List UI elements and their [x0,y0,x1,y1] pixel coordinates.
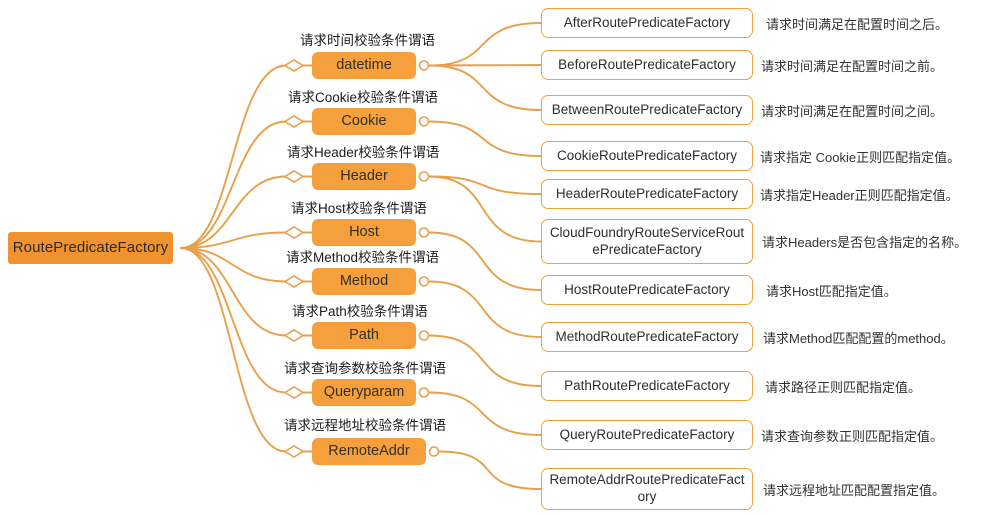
connector-circle-handle[interactable] [418,171,430,182]
mid-node-cookie[interactable]: Cookie [312,108,416,135]
mid-caption-datetime: 请求时间校验条件谓语 [300,33,435,48]
connector-line [428,175,542,243]
leaf-node-label: HostRoutePredicateFactory [564,282,730,298]
mid-node-host[interactable]: Host [312,219,416,246]
connector-circle-handle[interactable] [418,276,430,287]
connector-line [428,175,542,195]
leaf-node-label: CloudFoundryRouteServiceRoutePredicateFa… [549,224,745,257]
connector-line [180,247,287,337]
connector-circle-handle[interactable] [418,387,430,398]
leaf-description-beforeroutepredicatefactory: 请求时间满足在配置时间之前。 [761,59,944,74]
mid-node-queryparam[interactable]: Queryparam [312,379,416,406]
leaf-node-afterroutepredicatefactory[interactable]: AfterRoutePredicateFactory [541,8,753,38]
connector-diamond-handle[interactable] [283,59,305,72]
root-node-routepredicatefactory[interactable]: RoutePredicateFactory [8,232,173,264]
leaf-node-queryroutepredicatefactory[interactable]: QueryRoutePredicateFactory [541,420,753,450]
mid-caption-path: 请求Path校验条件谓语 [292,304,428,319]
leaf-node-label: RemoteAddrRoutePredicateFactory [549,472,745,504]
leaf-node-label: BetweenRoutePredicateFactory [551,102,743,118]
connector-diamond-handle[interactable] [283,329,305,342]
leaf-node-hostroutepredicatefactory[interactable]: HostRoutePredicateFactory [541,275,753,305]
mid-node-path[interactable]: Path [312,322,416,349]
leaf-node-label: AfterRoutePredicateFactory [563,15,731,31]
mid-node-label: Queryparam [323,384,405,401]
connector-line [428,280,542,338]
leaf-description-methodroutepredicatefactory: 请求Method匹配配置的method。 [763,331,954,346]
mid-node-method[interactable]: Method [312,268,416,295]
connector-line [428,231,542,291]
mid-caption-host: 请求Host校验条件谓语 [291,201,427,216]
leaf-node-label: CookieRoutePredicateFactory [556,148,738,164]
connector-diamond-handle[interactable] [283,226,305,239]
leaf-description-cookieroutepredicatefactory: 请求指定 Cookie正则匹配指定值。 [760,150,961,165]
mid-node-header[interactable]: Header [312,163,416,190]
mid-node-label: Header [340,168,388,185]
connector-line [180,247,287,453]
leaf-node-label: HeaderRoutePredicateFactory [555,186,739,202]
leaf-description-headerroutepredicatefactory: 请求指定Header正则匹配指定值。 [760,188,959,203]
mid-caption-remoteaddr: 请求远程地址校验条件谓语 [284,418,446,433]
leaf-description-hostroutepredicatefactory: 请求Host匹配指定值。 [766,284,897,299]
mid-node-label: Cookie [341,113,387,130]
mid-caption-method: 请求Method校验条件谓语 [286,250,440,265]
connector-line [180,64,287,249]
connector-line [180,247,287,283]
connector-line [428,64,542,111]
leaf-node-headerroutepredicatefactory[interactable]: HeaderRoutePredicateFactory [541,179,753,209]
root-node-label: RoutePredicateFactory [12,239,169,257]
connector-line [180,247,287,394]
connector-circle-handle[interactable] [428,446,440,457]
leaf-node-betweenroutepredicatefactory[interactable]: BetweenRoutePredicateFactory [541,95,753,125]
connector-line [180,231,287,249]
leaf-node-pathroutepredicatefactory[interactable]: PathRoutePredicateFactory [541,371,753,401]
mid-caption-header: 请求Header校验条件谓语 [287,145,440,160]
leaf-description-pathroutepredicatefactory: 请求路径正则匹配指定值。 [765,380,922,395]
connector-line [180,120,287,249]
leaf-description-betweenroutepredicatefactory: 请求时间满足在配置时间之间。 [761,104,944,119]
leaf-node-beforeroutepredicatefactory[interactable]: BeforeRoutePredicateFactory [541,50,753,80]
connector-diamond-handle[interactable] [283,115,305,128]
leaf-node-label: QueryRoutePredicateFactory [559,427,735,443]
leaf-node-remoteaddrroutepredicatefactory[interactable]: RemoteAddrRoutePredicateFactory [541,468,753,510]
leaf-description-cloudfoundryrouteserviceroutepredicatefactory: 请求Headers是否包含指定的名称。 [762,235,968,250]
connector-line [428,120,542,157]
connector-circle-handle[interactable] [418,330,430,341]
leaf-description-afterroutepredicatefactory: 请求时间满足在配置时间之后。 [766,17,949,32]
leaf-node-cloudfoundryrouteserviceroutepredicatefactory[interactable]: CloudFoundryRouteServiceRoutePredicateFa… [541,219,753,264]
connector-line [428,64,542,67]
connector-line [428,22,542,67]
connector-line [180,175,287,249]
mid-caption-cookie: 请求Cookie校验条件谓语 [288,90,439,105]
mid-node-datetime[interactable]: datetime [312,52,416,79]
leaf-node-label: PathRoutePredicateFactory [564,378,730,394]
mid-node-remoteaddr[interactable]: RemoteAddr [312,438,426,465]
mid-node-label: Host [349,224,379,241]
leaf-node-label: BeforeRoutePredicateFactory [558,57,736,73]
leaf-description-queryroutepredicatefactory: 请求查询参数正则匹配指定值。 [761,429,944,444]
connector-diamond-handle[interactable] [283,445,305,458]
connector-circle-handle[interactable] [418,60,430,71]
connector-diamond-handle[interactable] [283,275,305,288]
connector-diamond-handle[interactable] [283,386,305,399]
leaf-node-label: MethodRoutePredicateFactory [555,329,739,345]
connector-diamond-handle[interactable] [283,170,305,183]
mid-node-label: Path [349,327,379,344]
mid-node-label: datetime [336,57,392,74]
mid-node-label: RemoteAddr [328,443,410,460]
leaf-node-cookieroutepredicatefactory[interactable]: CookieRoutePredicateFactory [541,141,753,171]
leaf-description-remoteaddrroutepredicatefactory: 请求远程地址匹配配置指定值。 [763,483,946,498]
mid-caption-queryparam: 请求查询参数校验条件谓语 [284,361,446,376]
connector-circle-handle[interactable] [418,116,430,127]
connector-circle-handle[interactable] [418,227,430,238]
connector-line [438,450,542,490]
mid-node-label: Method [339,273,389,290]
leaf-node-methodroutepredicatefactory[interactable]: MethodRoutePredicateFactory [541,322,753,352]
